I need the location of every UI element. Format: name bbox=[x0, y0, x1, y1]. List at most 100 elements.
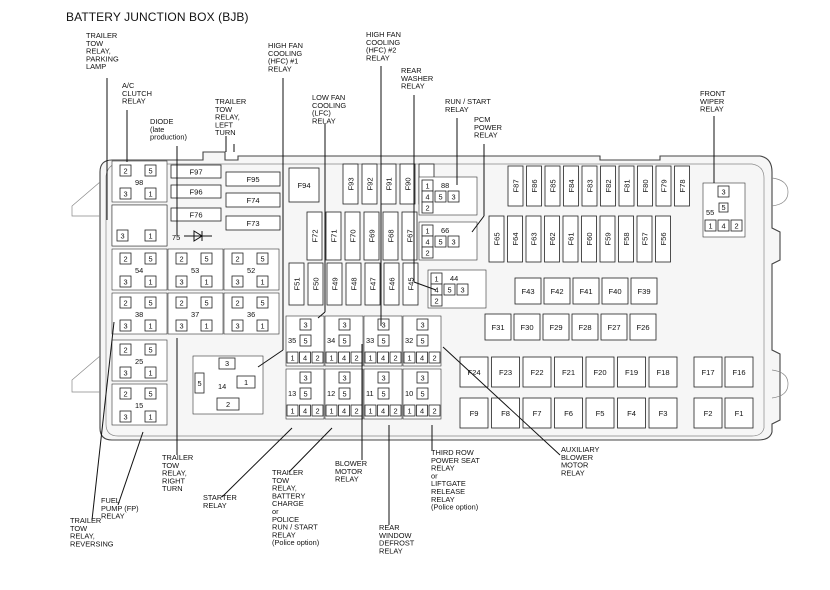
relay-pin-box bbox=[416, 318, 429, 331]
fuse-f74[interactable]: F74 bbox=[225, 192, 281, 208]
fuse-f9[interactable]: F9 bbox=[459, 397, 489, 429]
fuse-f62[interactable]: F62 bbox=[544, 215, 560, 263]
fuse-f93[interactable]: F93 bbox=[342, 163, 359, 205]
fuse-f94[interactable]: F94 bbox=[288, 167, 320, 203]
fuse-f56[interactable]: F56 bbox=[655, 215, 671, 263]
fuse-f1[interactable]: F1 bbox=[724, 397, 754, 429]
fuse-f4[interactable]: F4 bbox=[617, 397, 646, 429]
fuse-f45[interactable]: F45 bbox=[402, 262, 419, 306]
fuse-f70[interactable]: F70 bbox=[344, 211, 361, 261]
fuse-label: F42 bbox=[550, 287, 563, 296]
fuse-f57[interactable]: F57 bbox=[636, 215, 653, 263]
fuse-f80[interactable]: F80 bbox=[637, 165, 653, 207]
fuse-f39[interactable]: F39 bbox=[630, 277, 658, 305]
fuse-f50[interactable]: F50 bbox=[307, 262, 324, 306]
fuse-f19[interactable]: F19 bbox=[617, 356, 646, 388]
fuse-f60[interactable]: F60 bbox=[581, 215, 597, 263]
fuse-f96[interactable]: F96 bbox=[170, 184, 222, 199]
fuse-f72[interactable]: F72 bbox=[306, 211, 323, 261]
fuse-f17[interactable]: F17 bbox=[693, 356, 723, 388]
fuse-f79[interactable]: F79 bbox=[655, 165, 672, 207]
fuse-f87[interactable]: F87 bbox=[507, 165, 524, 207]
fuse-f20[interactable]: F20 bbox=[585, 356, 615, 388]
fuse-f18[interactable]: F18 bbox=[648, 356, 678, 388]
fuse-f84[interactable]: F84 bbox=[563, 165, 579, 207]
fuse-f61[interactable]: F61 bbox=[562, 215, 579, 263]
relay-pin-box bbox=[717, 219, 730, 232]
fuse-f81[interactable]: F81 bbox=[618, 165, 635, 207]
fuse-f28[interactable]: F28 bbox=[571, 313, 599, 341]
fuse-f63[interactable]: F63 bbox=[525, 215, 542, 263]
fuse-f30[interactable]: F30 bbox=[513, 313, 541, 341]
fuse-f47[interactable]: F47 bbox=[364, 262, 381, 306]
fuse-f23[interactable]: F23 bbox=[491, 356, 520, 388]
fuse-f22[interactable]: F22 bbox=[522, 356, 552, 388]
fuse-f76[interactable]: F76 bbox=[170, 207, 222, 222]
fuse-f2[interactable]: F2 bbox=[693, 397, 723, 429]
callout-line: RELAY, bbox=[215, 113, 240, 122]
fuse-f92[interactable]: F92 bbox=[361, 163, 378, 205]
fuse-f8[interactable]: F8 bbox=[491, 397, 520, 429]
fuse-f85[interactable]: F85 bbox=[544, 165, 561, 207]
fuse-f21[interactable]: F21 bbox=[554, 356, 583, 388]
fuse-f7[interactable]: F7 bbox=[522, 397, 552, 429]
fuse-f48[interactable]: F48 bbox=[345, 262, 362, 306]
fuse-f31[interactable]: F31 bbox=[484, 313, 512, 341]
fuse-f41[interactable]: F41 bbox=[572, 277, 600, 305]
fuse-f27[interactable]: F27 bbox=[600, 313, 628, 341]
fuse-f51[interactable]: F51 bbox=[288, 262, 305, 306]
fuse-f91[interactable]: F91 bbox=[380, 163, 397, 205]
fuse-f49[interactable]: F49 bbox=[326, 262, 343, 306]
fuse-f43[interactable]: F43 bbox=[514, 277, 542, 305]
fuse-f46[interactable]: F46 bbox=[383, 262, 400, 306]
fuse-f29[interactable]: F29 bbox=[542, 313, 570, 341]
fuse-f5[interactable]: F5 bbox=[585, 397, 615, 429]
fuse-f82[interactable]: F82 bbox=[600, 165, 616, 207]
fuse-f42[interactable]: F42 bbox=[543, 277, 571, 305]
fuse-f64[interactable]: F64 bbox=[507, 215, 523, 263]
fuse-f86[interactable]: F86 bbox=[526, 165, 542, 207]
fuse-f16[interactable]: F16 bbox=[724, 356, 754, 388]
fuse-f71[interactable]: F71 bbox=[325, 211, 342, 261]
fuse-f6[interactable]: F6 bbox=[554, 397, 583, 429]
fuse-f97[interactable]: F97 bbox=[170, 164, 222, 179]
fuse-f40[interactable]: F40 bbox=[601, 277, 629, 305]
fuse-f24[interactable]: F24 bbox=[459, 356, 489, 388]
fuse-f90[interactable]: F90 bbox=[399, 163, 416, 205]
fuse-f78[interactable]: F78 bbox=[674, 165, 690, 207]
fuse-f83[interactable]: F83 bbox=[581, 165, 598, 207]
fuse-f68[interactable]: F68 bbox=[382, 211, 399, 261]
fuse-f69[interactable]: F69 bbox=[363, 211, 380, 261]
fuse-f26[interactable]: F26 bbox=[629, 313, 657, 341]
fuse-f65[interactable]: F65 bbox=[488, 215, 505, 263]
fuse-f59[interactable]: F59 bbox=[599, 215, 616, 263]
fuse-f58[interactable]: F58 bbox=[618, 215, 634, 263]
fuse-f67[interactable]: F67 bbox=[401, 211, 418, 261]
fuse-f3[interactable]: F3 bbox=[648, 397, 678, 429]
fuse-f95[interactable]: F95 bbox=[225, 171, 281, 187]
fuse-f73[interactable]: F73 bbox=[225, 215, 281, 231]
